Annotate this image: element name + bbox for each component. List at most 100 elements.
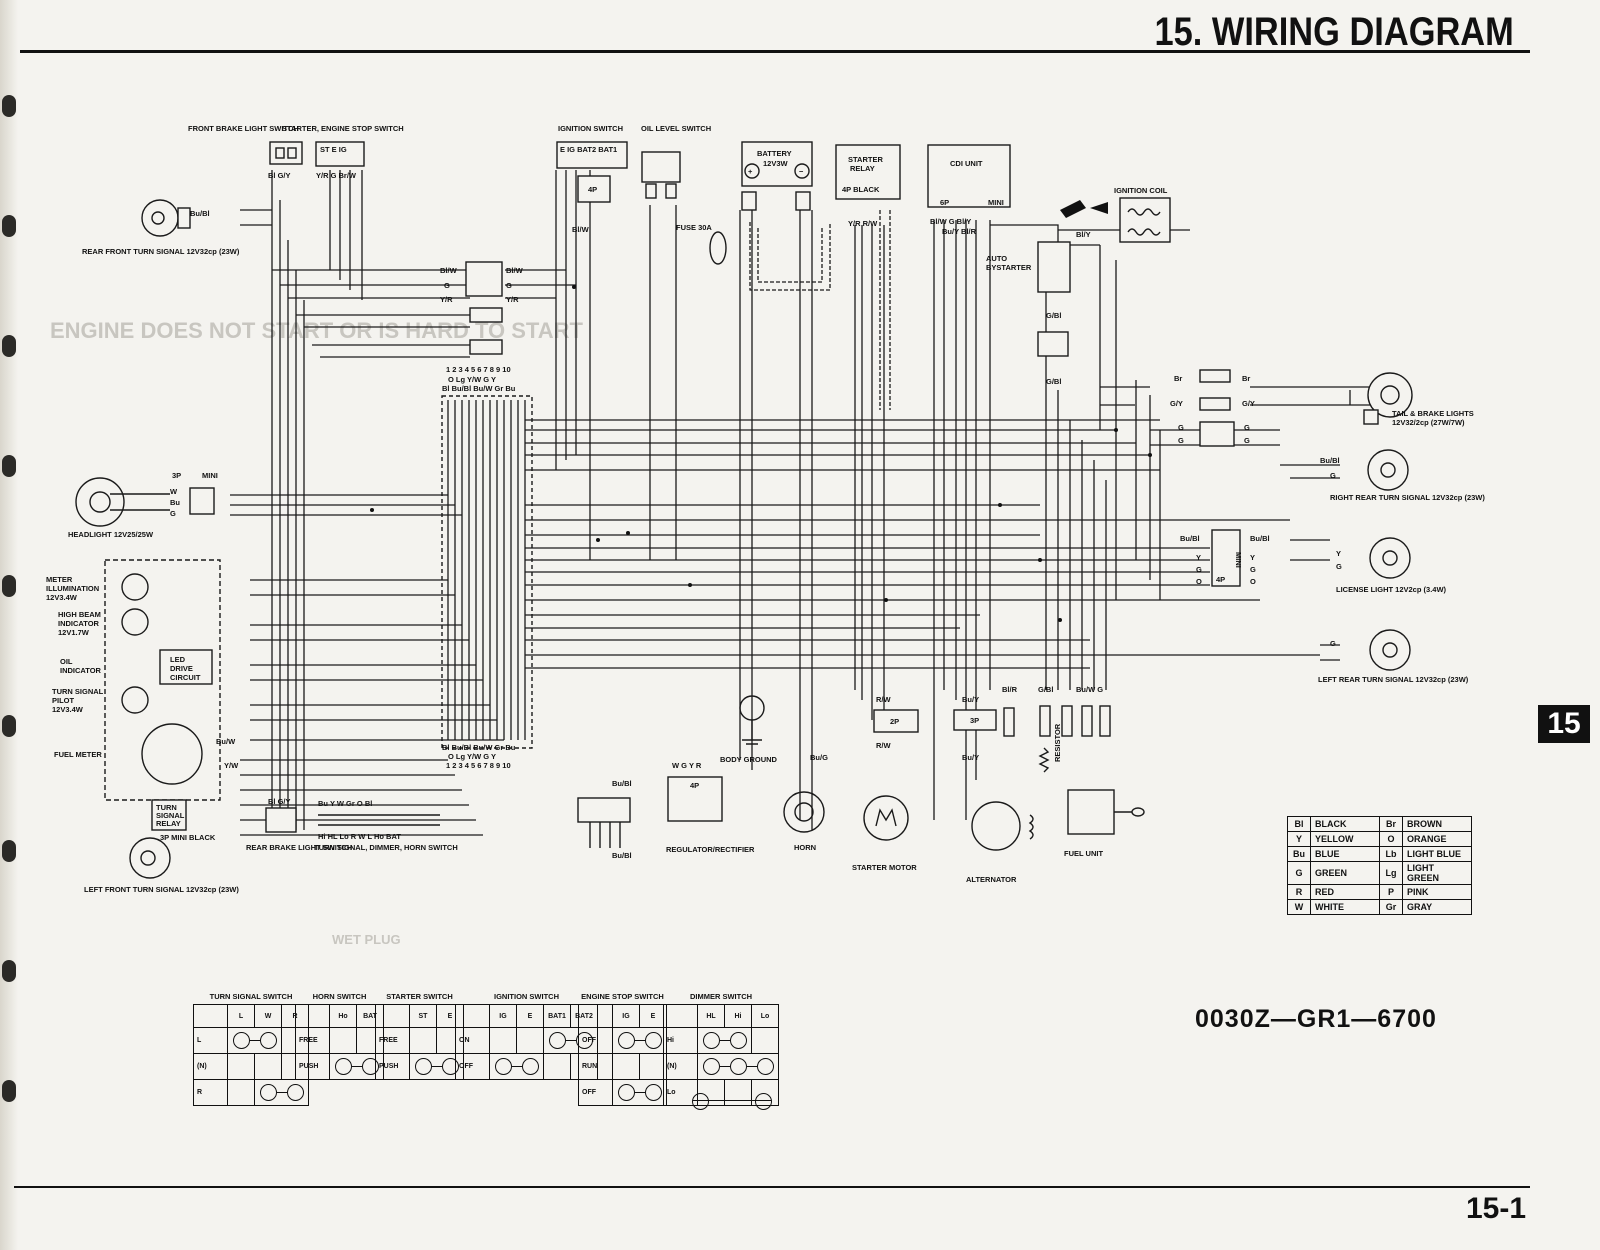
svg-text:FUEL UNIT: FUEL UNIT: [1064, 849, 1103, 858]
svg-text:+: +: [748, 167, 753, 176]
ignition-coil: IGNITION COIL Bl/Y: [1060, 186, 1171, 243]
section-tab: 15: [1538, 705, 1590, 743]
svg-text:G/Bl: G/Bl: [1038, 685, 1053, 694]
svg-text:1 2 3 4 5 6 7 8 9 10: 1 2 3 4 5 6 7 8 9 10: [446, 761, 511, 770]
svg-text:Bu/Bl: Bu/Bl: [612, 779, 632, 788]
svg-text:Br: Br: [1242, 374, 1250, 383]
svg-text:IGNITION SWITCH: IGNITION SWITCH: [558, 124, 623, 133]
binder-ring: [2, 715, 16, 737]
svg-text:Bu/Bl: Bu/Bl: [1250, 534, 1270, 543]
svg-text:RELAY: RELAY: [156, 819, 181, 828]
binder-ring: [2, 1080, 16, 1102]
rear-front-turn-signal: Bu/Bl REAR FRONT TURN SIGNAL 12V32cp (23…: [82, 199, 240, 256]
svg-text:O Lg Y/W G Y: O Lg Y/W G Y: [448, 752, 496, 761]
svg-text:Y/R R/W: Y/R R/W: [848, 219, 878, 228]
svg-text:HEADLIGHT 12V25/25W: HEADLIGHT 12V25/25W: [68, 530, 154, 539]
svg-text:OIL: OIL: [60, 657, 73, 666]
cdi-unit: CDI UNIT 6P MINI Bl/W G Bl/Y Bu/Y Bl/R: [927, 144, 1011, 236]
svg-text:Y/R G Br/W: Y/R G Br/W: [316, 171, 357, 180]
svg-text:1 2 3 4 5 6 7 8 9 10: 1 2 3 4 5 6 7 8 9 10: [446, 365, 511, 374]
svg-text:Bl Bu/Bl Bu/W Gr Bu: Bl Bu/Bl Bu/W Gr Bu: [442, 743, 516, 752]
starter-relay: STARTER RELAY 4P BLACK Y/R R/W: [835, 144, 901, 410]
svg-text:CDI UNIT: CDI UNIT: [950, 159, 983, 168]
svg-text:LICENSE LIGHT 12V2cp (3.4W): LICENSE LIGHT 12V2cp (3.4W): [1336, 585, 1447, 594]
svg-text:LEFT FRONT TURN SIGNAL 12V32cp: LEFT FRONT TURN SIGNAL 12V32cp (23W): [84, 885, 239, 894]
svg-text:LED: LED: [170, 655, 186, 664]
svg-text:DRIVE: DRIVE: [170, 664, 193, 673]
svg-text:AUTO: AUTO: [986, 254, 1007, 263]
svg-text:METER: METER: [46, 575, 73, 584]
svg-text:OIL LEVEL SWITCH: OIL LEVEL SWITCH: [641, 124, 711, 133]
svg-text:FRONT BRAKE LIGHT SWITCH: FRONT BRAKE LIGHT SWITCH: [188, 124, 299, 133]
svg-text:TURN SIGNAL, DIMMER, HORN SWIT: TURN SIGNAL, DIMMER, HORN SWITCH: [314, 843, 458, 852]
battery: + − BATTERY 12V3W: [741, 141, 831, 291]
svg-text:CIRCUIT: CIRCUIT: [170, 673, 201, 682]
svg-text:G: G: [1178, 423, 1184, 432]
svg-text:Y/R: Y/R: [440, 295, 453, 304]
svg-text:Bl G/Y: Bl G/Y: [268, 797, 291, 806]
svg-text:Br: Br: [1174, 374, 1182, 383]
svg-text:Bu/Bl: Bu/Bl: [612, 851, 632, 860]
bottom-rule: [14, 1186, 1530, 1188]
oil-level-switch: OIL LEVEL SWITCH: [641, 124, 711, 199]
svg-text:STARTER: STARTER: [848, 155, 883, 164]
binder-edge: [0, 0, 18, 1250]
svg-text:Bu/Bl: Bu/Bl: [1180, 534, 1200, 543]
svg-text:ALTERNATOR: ALTERNATOR: [966, 875, 1017, 884]
svg-text:G: G: [506, 281, 512, 290]
svg-text:Bu/W: Bu/W: [216, 737, 236, 746]
svg-text:3P: 3P: [970, 716, 979, 725]
svg-text:Bu/Y Bl/R: Bu/Y Bl/R: [942, 227, 977, 236]
svg-text:Bl/W: Bl/W: [572, 225, 590, 234]
regulator-rectifier: 4P REGULATOR/RECTIFIER W G Y R: [666, 761, 755, 854]
svg-text:3P: 3P: [172, 471, 181, 480]
svg-text:Bl/W: Bl/W: [506, 266, 524, 275]
svg-text:Bu/G: Bu/G: [810, 753, 828, 762]
svg-text:TURN SIGNAL: TURN SIGNAL: [52, 687, 104, 696]
body-ground: BODY GROUND: [720, 695, 778, 764]
svg-text:G/Y: G/Y: [1242, 399, 1255, 408]
left-rear-turn-signal: G LEFT REAR TURN SIGNAL 12V32cp (23W): [1318, 629, 1469, 684]
svg-text:MINI: MINI: [202, 471, 218, 480]
svg-text:G: G: [1336, 562, 1342, 571]
svg-text:E IG BAT2 BAT1: E IG BAT2 BAT1: [560, 145, 617, 154]
svg-text:O: O: [1250, 577, 1256, 586]
binder-ring: [2, 95, 16, 117]
svg-text:Bu/Bl: Bu/Bl: [1320, 456, 1340, 465]
dimmer-lo-link: [693, 1100, 771, 1102]
svg-text:−: −: [799, 167, 804, 176]
svg-text:PILOT: PILOT: [52, 696, 75, 705]
svg-text:O: O: [1196, 577, 1202, 586]
svg-text:Bu/Y: Bu/Y: [962, 695, 979, 704]
svg-text:BYSTARTER: BYSTARTER: [986, 263, 1032, 272]
svg-text:REAR BRAKE LIGHT SWITCH: REAR BRAKE LIGHT SWITCH: [246, 843, 352, 852]
svg-text:BODY GROUND: BODY GROUND: [720, 755, 778, 764]
svg-text:Hi HL Lo R W L Ho BAT: Hi HL Lo R W L Ho BAT: [318, 832, 401, 841]
svg-text:MINI: MINI: [988, 198, 1004, 207]
svg-text:Bu Y W Gr O Bl: Bu Y W Gr O Bl: [318, 799, 372, 808]
diode-block: Bl/WGY/R Bl/WGY/R: [440, 261, 524, 355]
svg-text:REGULATOR/RECTIFIER: REGULATOR/RECTIFIER: [666, 845, 755, 854]
svg-text:G: G: [1244, 436, 1250, 445]
svg-text:Y: Y: [1336, 549, 1341, 558]
svg-text:Bu/W G: Bu/W G: [1076, 685, 1103, 694]
svg-text:G: G: [1330, 471, 1336, 480]
fuse: FUSE 30A: [676, 223, 727, 265]
binder-ring: [2, 215, 16, 237]
starter-motor: 2P R/WR/W STARTER MOTOR: [852, 695, 919, 872]
right-rear-turn-signal: Bu/BlG RIGHT REAR TURN SIGNAL 12V32cp (2…: [1320, 449, 1485, 502]
svg-text:SIGNAL: SIGNAL: [156, 811, 185, 820]
svg-text:Bu/Bl: Bu/Bl: [190, 209, 210, 218]
svg-text:W: W: [170, 487, 178, 496]
svg-text:Y: Y: [1196, 553, 1201, 562]
svg-text:Bl/W G Bl/Y: Bl/W G Bl/Y: [930, 217, 971, 226]
svg-text:Bl/W: Bl/W: [440, 266, 458, 275]
svg-text:FUEL METER: FUEL METER: [54, 750, 102, 759]
page-title: 15. WIRING DIAGRAM: [1154, 10, 1514, 54]
